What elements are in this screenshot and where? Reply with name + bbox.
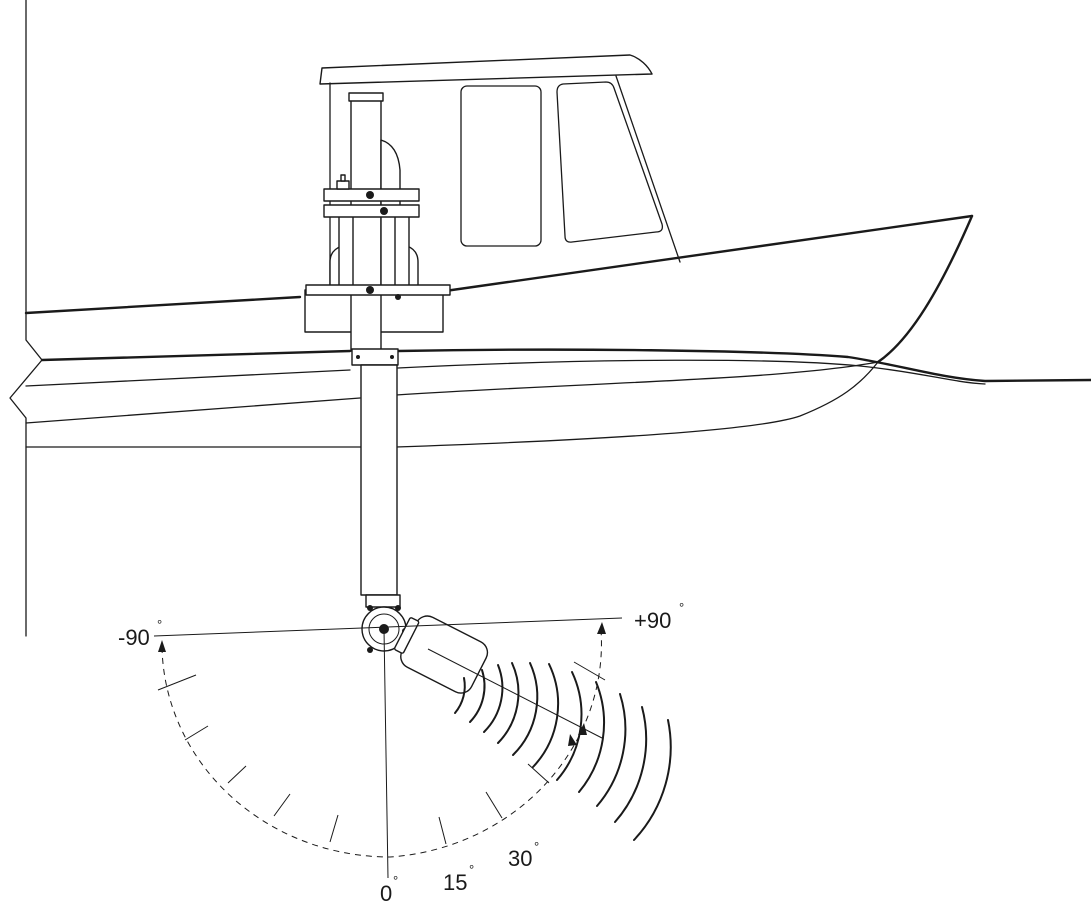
stern-transom [9,0,43,637]
sonar-wave [512,662,539,756]
clamp-post-left [338,211,354,289]
middle-clamp-plate [323,204,420,218]
clamp-bolt-3 [366,286,374,294]
wheelhouse [319,54,681,291]
transducer-mount [394,617,420,654]
deck-sheer-line [24,214,974,315]
tick [184,725,209,741]
flange-bolt [356,355,360,359]
tick [485,791,503,819]
arc-arrow-right [597,622,606,634]
beam-axis-line [427,648,603,739]
degree-symbol: ° [393,873,398,888]
clamp-knob [336,180,350,190]
sonar-wave [469,669,486,723]
rotator-bolt [367,647,373,653]
label-15: 15 [443,870,467,895]
label-30: 30 [508,846,532,871]
sonar-wave [483,664,504,733]
beam-arrow-lower [568,734,577,746]
tick [438,816,447,845]
sonar-wave [614,706,648,823]
tick [573,661,606,681]
cabin-roof [319,54,653,85]
bow-profile [876,214,974,364]
rotator-bolt [395,605,401,611]
tick-marks [157,661,606,845]
upper-pole-tube [350,94,382,352]
transducer-pole-assembly [304,92,451,608]
sonar-wave [454,677,466,714]
tilt-angle-scale [153,617,623,879]
sonar-wave [633,719,672,841]
sonar-wave [578,681,606,793]
label-0: 0 [380,881,392,906]
clamp-bolt-1 [366,191,374,199]
degree-symbol: ° [157,617,162,632]
tilt-range-arc [161,629,602,858]
vertical-reference-line [383,628,389,879]
label-plus-90: +90 [634,608,671,633]
hull-bottom [25,361,879,448]
degree-symbol: ° [534,839,539,854]
degree-symbol: ° [679,600,684,615]
transducer-head [361,605,489,694]
sonar-wave [497,662,520,744]
clamp-post-right [394,211,410,289]
pole-cap [348,92,384,102]
tick [227,765,247,784]
degree-symbol: ° [469,862,474,877]
angle-labels: -90 ° +90 ° 0 ° 15 ° 30 ° [118,600,684,906]
cabin-window-aft [460,85,542,247]
clamp-knob-stem [340,174,346,182]
flange-bolt [390,355,394,359]
sonar-wave [556,671,583,781]
hull-strake-lower [25,361,879,424]
cabin-window-front [556,81,664,243]
horizontal-reference-line [153,617,623,637]
rub-rail [40,348,1091,383]
lower-clamp-plate [305,284,451,296]
tick [273,793,291,817]
rotator-bolt [367,605,373,611]
hull-strake-upper [25,359,986,387]
sonar-wave [596,693,627,807]
boat-hull [9,0,1091,637]
lower-pole-tube [360,364,398,596]
clamp-bolt-2 [380,207,388,215]
lower-coupling [365,594,401,608]
tick [329,814,339,843]
cabin-front-wall [615,75,681,263]
tick [157,674,197,691]
label-minus-90: -90 [118,625,150,650]
tick [527,763,550,784]
sonar-wave [532,663,560,768]
clamp-bolt-4 [395,294,401,300]
arc-arrow-left [158,640,166,652]
sonar-beam-waves [454,662,672,841]
